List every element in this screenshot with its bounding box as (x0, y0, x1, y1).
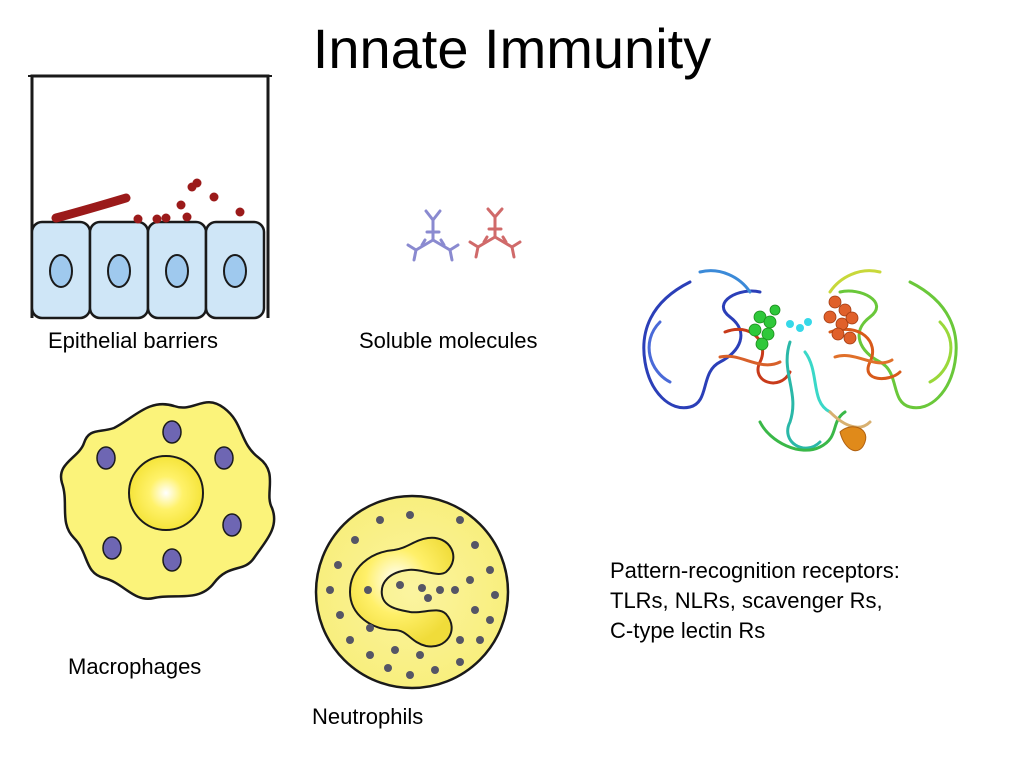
coccus (235, 207, 245, 217)
cell-nucleus (165, 254, 189, 288)
cell-nuclei (49, 254, 247, 288)
prr-protein-structure (642, 269, 958, 452)
epithelial-barriers-label: Epithelial barriers (48, 328, 218, 353)
ligand-orange-cluster (823, 295, 859, 345)
neutrophil-membrane (314, 494, 510, 690)
epithelial-barrier-illustration (28, 74, 272, 320)
protein-chain-green (838, 280, 958, 410)
neutrophil-illustration (314, 494, 510, 690)
protein-chain-teal (785, 340, 822, 450)
coccus (209, 192, 219, 202)
protein-chain-red (723, 327, 792, 385)
coccus (161, 213, 171, 223)
coccus (182, 212, 192, 222)
antibody-red (468, 207, 522, 259)
cell-nucleus (49, 254, 73, 288)
prr-label-line3: C-type lectin Rs (610, 618, 766, 643)
cell-nucleus (107, 254, 131, 288)
ligand-green-cluster (748, 304, 781, 351)
macrophage-illustration (59, 401, 276, 601)
coccus (133, 214, 143, 224)
macrophage-granules (96, 420, 242, 572)
prr-label-line2: TLRs, NLRs, scavenger Rs, (610, 588, 883, 613)
soluble-molecules-illustration (406, 207, 522, 262)
macrophages-label: Macrophages (68, 654, 202, 679)
coccus (152, 214, 162, 224)
neutrophil-multilobed-nucleus (348, 536, 455, 648)
slide-title: Innate Immunity (312, 17, 712, 80)
soluble-molecules-label: Soluble molecules (359, 328, 538, 353)
neutrophil-granules (326, 511, 499, 679)
coccus (187, 182, 197, 192)
bacterium-rod (51, 193, 131, 223)
neutrophils-label: Neutrophils (312, 704, 424, 729)
cell-nucleus (223, 254, 247, 288)
ligand-cyan-dots (786, 318, 812, 332)
bacteria-cocci (133, 178, 245, 224)
protein-orange-domain (839, 426, 867, 452)
coccus (176, 200, 186, 210)
protein-chain-lower-green (758, 410, 847, 452)
protein-chain-blue (642, 280, 762, 410)
antibody-purple (406, 209, 460, 262)
prr-label-line1: Pattern-recognition receptors: (610, 558, 900, 583)
macrophage-nucleus (128, 455, 204, 531)
